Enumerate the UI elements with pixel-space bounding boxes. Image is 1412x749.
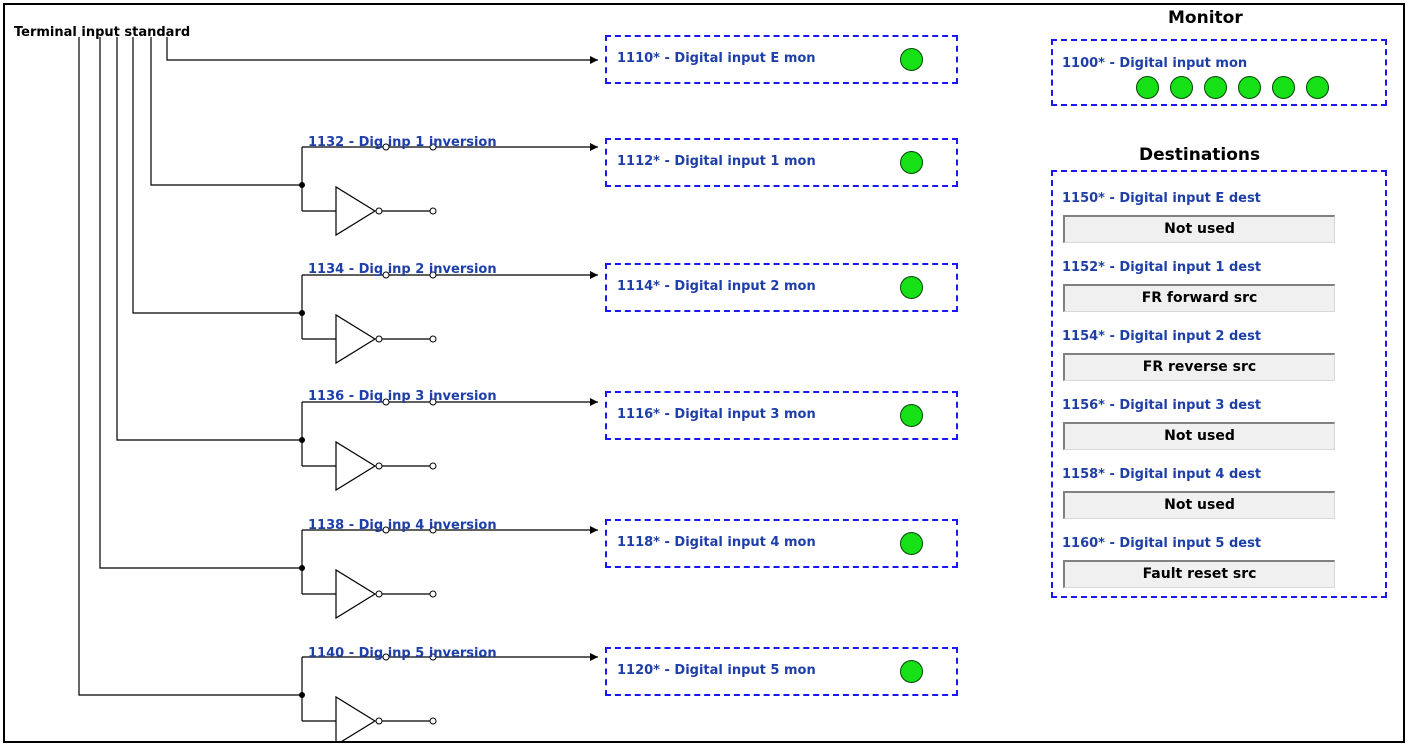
digital-input-mon-box[interactable]: 1100* - Digital input mon [1051, 39, 1387, 106]
not-gate-bubble-3 [375, 462, 383, 470]
monitor-led-1 [1136, 76, 1159, 99]
dest-e-label: 1150* - Digital input E dest [1062, 191, 1261, 206]
dig-inp-1-inversion-label[interactable]: 1132 - Dig inp 1 inversion [308, 135, 497, 150]
dest-3-select[interactable]: Not used [1063, 422, 1335, 450]
not-gate-2 [335, 313, 377, 365]
digital-input-2-mon-box[interactable]: 1114* - Digital input 2 mon [605, 263, 958, 312]
not-gate-bubble-1 [375, 207, 383, 215]
wire-input-3 [116, 37, 302, 441]
dig-inp-3-inversion-label[interactable]: 1136 - Dig inp 3 inversion [308, 389, 497, 404]
gate-out-contact-4 [429, 590, 437, 598]
not-gate-bubble-5 [375, 717, 383, 725]
digital-input-3-mon-label: 1116* - Digital input 3 mon [617, 407, 816, 422]
junction-dot-1 [299, 182, 305, 188]
dest-1-label: 1152* - Digital input 1 dest [1062, 260, 1262, 275]
gate-out-contact-2 [429, 335, 437, 343]
digital-input-e-mon-box[interactable]: 1110* - Digital input E mon [605, 35, 958, 84]
digital-input-e-led [900, 48, 923, 71]
dest-1-select[interactable]: FR forward src [1063, 284, 1335, 312]
junction-dot-3 [299, 437, 305, 443]
dest-e-select[interactable]: Not used [1063, 215, 1335, 243]
gate-out-contact-5 [429, 717, 437, 725]
dig-inp-5-inversion-label[interactable]: 1140 - Dig inp 5 inversion [308, 646, 497, 661]
dest-2-select[interactable]: FR reverse src [1063, 353, 1335, 381]
digital-input-5-led [900, 660, 923, 683]
digital-input-mon-label: 1100* - Digital input mon [1062, 56, 1248, 71]
digital-input-3-led [900, 404, 923, 427]
dest-2-label: 1154* - Digital input 2 dest [1062, 329, 1262, 344]
not-gate-bubble-2 [375, 335, 383, 343]
dest-5-select[interactable]: Fault reset src [1063, 560, 1335, 588]
junction-dot-5 [299, 692, 305, 698]
digital-input-4-led [900, 532, 923, 555]
dest-3-label: 1156* - Digital input 3 dest [1062, 398, 1262, 413]
destinations-heading: Destinations [1139, 145, 1261, 165]
digital-input-4-mon-label: 1118* - Digital input 4 mon [617, 535, 816, 550]
wire-input-5 [78, 37, 302, 696]
terminal-input-title: Terminal input standard [14, 25, 191, 40]
digital-input-1-mon-label: 1112* - Digital input 1 mon [617, 154, 816, 169]
monitor-led-3 [1204, 76, 1227, 99]
junction-dot-2 [299, 310, 305, 316]
digital-input-e-mon-label: 1110* - Digital input E mon [617, 51, 816, 66]
digital-input-5-mon-box[interactable]: 1120* - Digital input 5 mon [605, 647, 958, 696]
wire-input-e [166, 37, 598, 64]
not-gate-bubble-4 [375, 590, 383, 598]
wire-input-2 [132, 37, 302, 314]
wire-input-1 [150, 37, 302, 186]
digital-input-4-mon-box[interactable]: 1118* - Digital input 4 mon [605, 519, 958, 568]
dest-4-label: 1158* - Digital input 4 dest [1062, 467, 1262, 482]
monitor-led-5 [1272, 76, 1295, 99]
monitor-led-2 [1170, 76, 1193, 99]
monitor-led-4 [1238, 76, 1261, 99]
digital-input-3-mon-box[interactable]: 1116* - Digital input 3 mon [605, 391, 958, 440]
gate-out-contact-3 [429, 462, 437, 470]
not-gate-1 [335, 185, 377, 237]
not-gate-5 [335, 695, 377, 741]
digital-input-2-led [900, 276, 923, 299]
monitor-led-6 [1306, 76, 1329, 99]
dig-inp-2-inversion-label[interactable]: 1134 - Dig inp 2 inversion [308, 262, 497, 277]
digital-input-1-led [900, 151, 923, 174]
digital-input-2-mon-label: 1114* - Digital input 2 mon [617, 279, 816, 294]
diagram-canvas: Terminal input standard 1110* - Digital … [3, 3, 1405, 743]
gate-out-contact-1 [429, 207, 437, 215]
wiring-diagram [78, 37, 598, 741]
not-gate-3 [335, 440, 377, 492]
junction-dot-4 [299, 565, 305, 571]
monitor-heading: Monitor [1168, 8, 1243, 28]
digital-input-1-mon-box[interactable]: 1112* - Digital input 1 mon [605, 138, 958, 187]
digital-input-5-mon-label: 1120* - Digital input 5 mon [617, 663, 816, 678]
not-gate-4 [335, 568, 377, 620]
destinations-box: 1150* - Digital input E dest Not used 11… [1051, 170, 1387, 598]
wire-input-4 [99, 37, 302, 569]
dig-inp-4-inversion-label[interactable]: 1138 - Dig inp 4 inversion [308, 518, 497, 533]
dest-5-label: 1160* - Digital input 5 dest [1062, 536, 1262, 551]
dest-4-select[interactable]: Not used [1063, 491, 1335, 519]
